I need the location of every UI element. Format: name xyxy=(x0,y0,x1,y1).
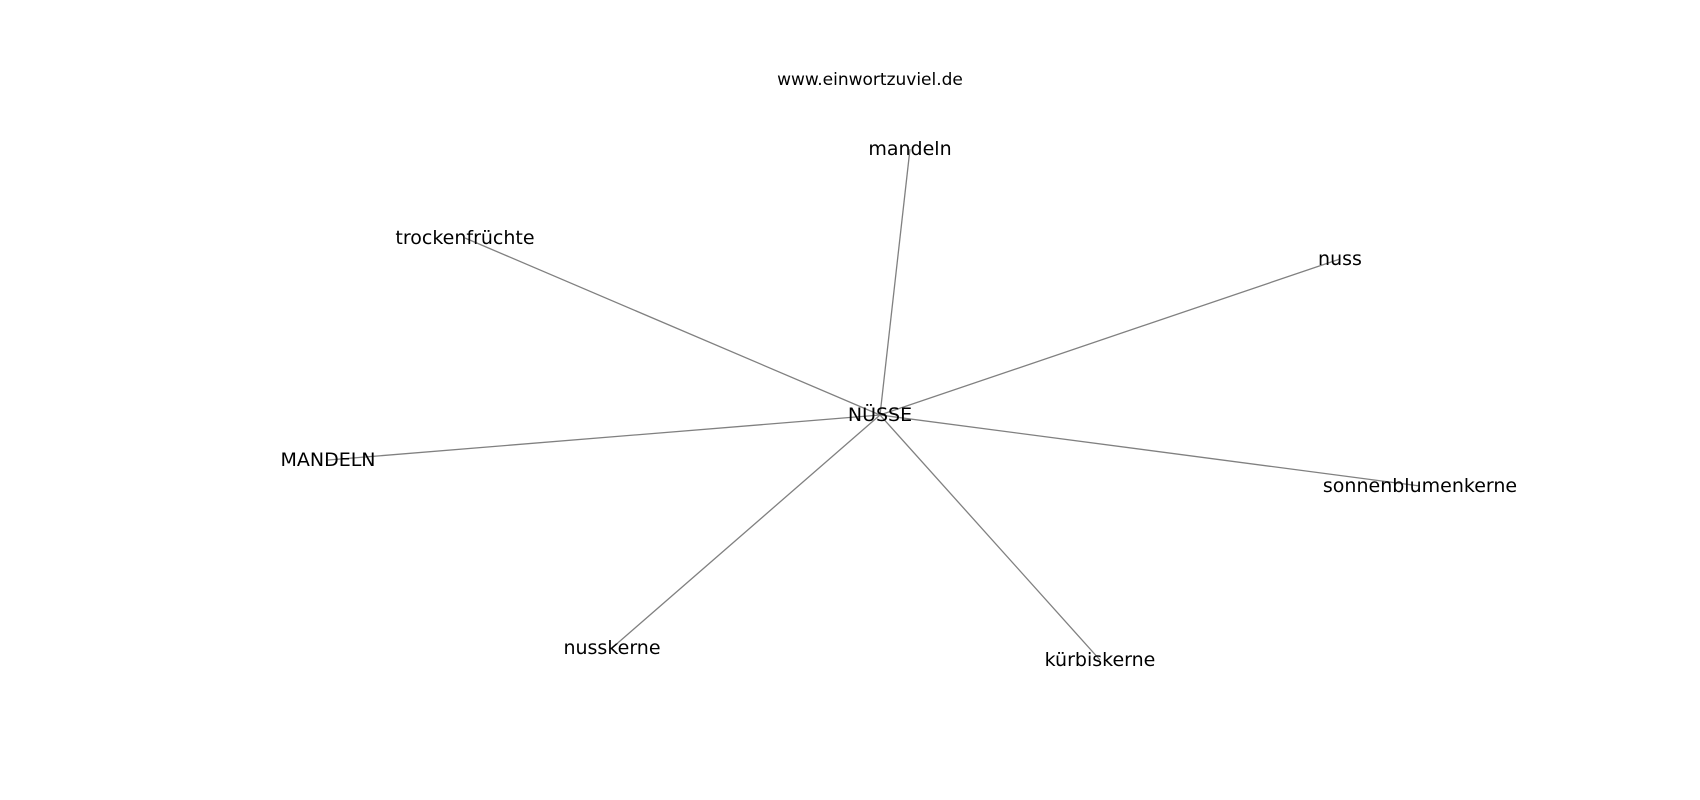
node-label-center: NÜSSE xyxy=(848,403,912,426)
node-label-nusskerne: nusskerne xyxy=(563,637,660,659)
edge-kuerbiskerne xyxy=(879,414,1101,661)
edge-nuss xyxy=(879,258,1341,416)
node-label-sonnenblumenkerne: sonnenblumenkerne xyxy=(1323,475,1517,497)
edge-trockenfruechte xyxy=(464,237,881,416)
edge-mandeln xyxy=(879,148,911,416)
node-label-nuss: nuss xyxy=(1318,248,1362,270)
edge-mandeln-upper xyxy=(327,414,881,461)
edge-group xyxy=(327,148,1421,661)
node-label-trockenfruechte: trockenfrüchte xyxy=(395,227,534,249)
edge-nusskerne xyxy=(611,414,881,649)
node-label-kuerbiskerne: kürbiskerne xyxy=(1045,649,1156,671)
node-label-mandeln-upper: MANDELN xyxy=(280,449,375,471)
edge-sonnenblumenkerne xyxy=(879,414,1421,487)
site-url-title: www.einwortzuviel.de xyxy=(777,70,963,90)
node-label-mandeln: mandeln xyxy=(868,138,951,160)
